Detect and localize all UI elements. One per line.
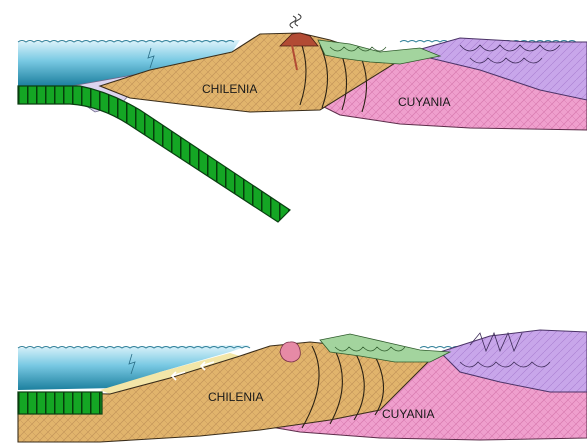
chilenia-label-top: CHILENIA bbox=[202, 82, 257, 96]
subducting-slab-stub-bottom bbox=[18, 392, 102, 414]
granite-pluton-bottom bbox=[280, 342, 300, 362]
cuyania-label-bottom: CUYANIA bbox=[382, 407, 434, 421]
cuyania-label-top: CUYANIA bbox=[398, 95, 450, 109]
top-panel: CHILENIA CUYANIA bbox=[18, 14, 587, 222]
bottom-panel: CHILENIA CUYANIA bbox=[18, 330, 587, 442]
eruption-smoke-icon-top bbox=[290, 14, 301, 28]
chilenia-label-bottom: CHILENIA bbox=[208, 390, 263, 404]
